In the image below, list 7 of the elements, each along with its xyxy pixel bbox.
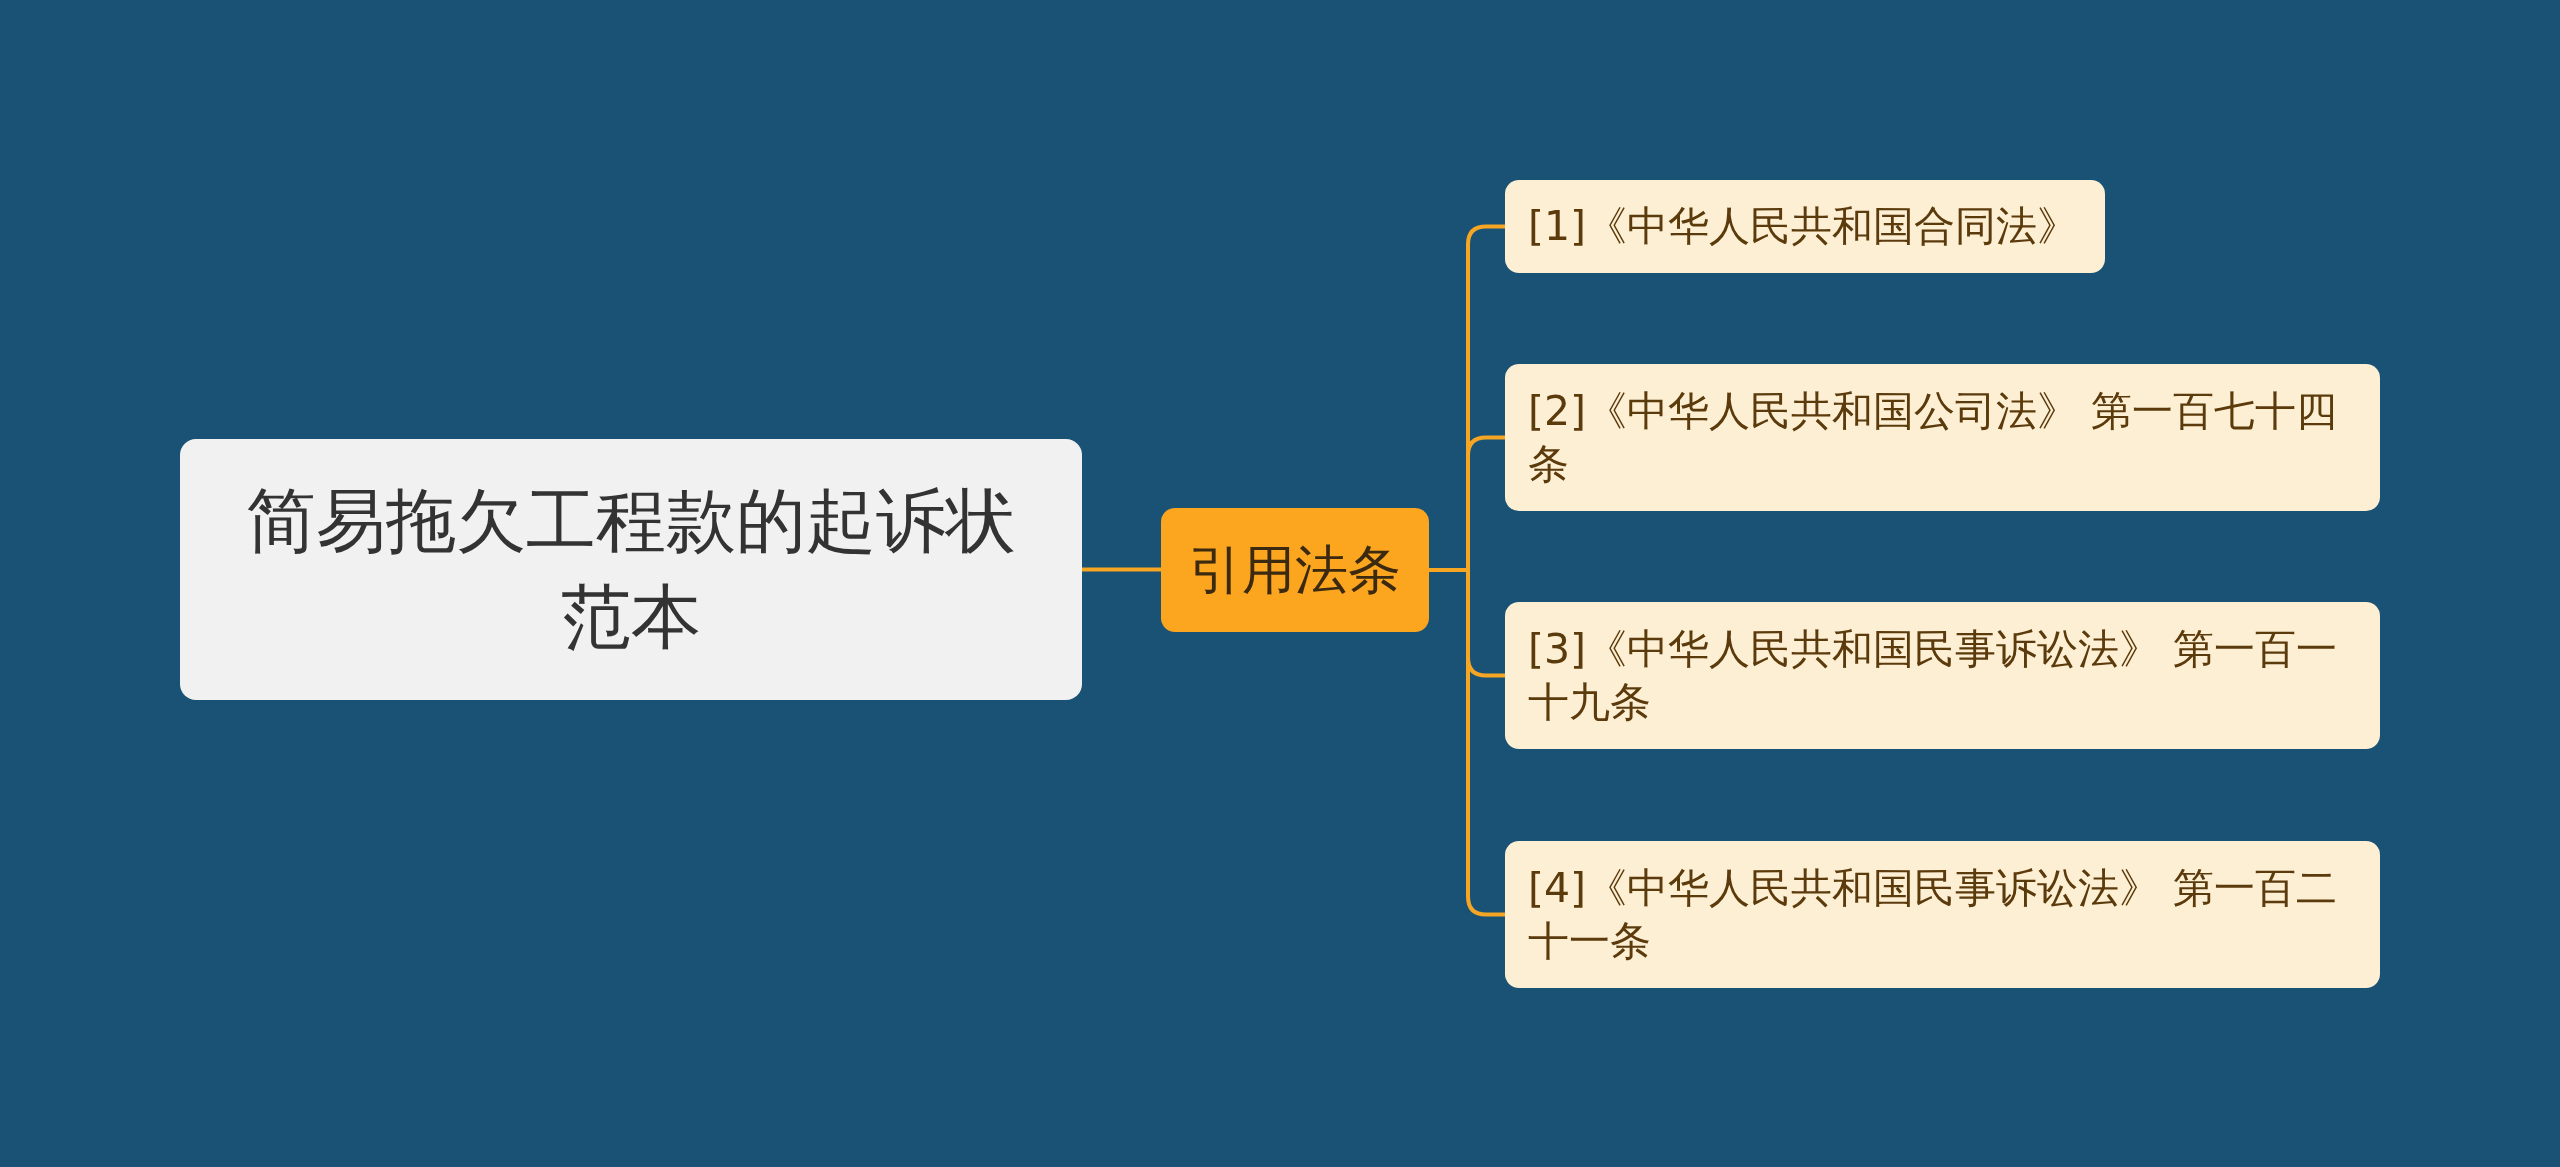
leaf-topic-box: [4]《中华人民共和国民事诉讼法》 第一百二十一条 [1505, 841, 2380, 988]
leaf-topic-box: [2]《中华人民共和国公司法》 第一百七十四条 [1505, 364, 2380, 511]
subtopic-box: 引用法条 [1161, 508, 1429, 632]
connector-line [1082, 567, 1161, 572]
leaf-topic-box: [1]《中华人民共和国合同法》 [1505, 180, 2105, 273]
central-topic-box: 简易拖欠工程款的起诉状范本 [180, 439, 1082, 700]
leaf-topic-box: [3]《中华人民共和国民事诉讼法》 第一百一十九条 [1505, 602, 2380, 749]
